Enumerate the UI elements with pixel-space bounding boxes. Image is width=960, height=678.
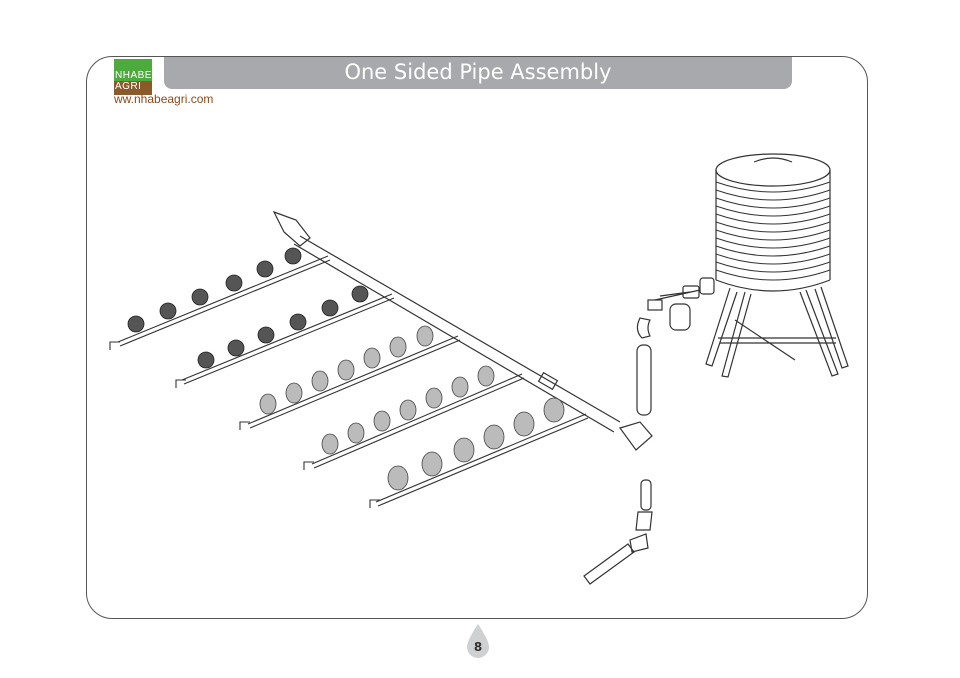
logo-line2: AGRI xyxy=(115,81,142,92)
plants xyxy=(127,247,369,369)
page-title: One Sided Pipe Assembly xyxy=(164,57,792,89)
leafy-plants xyxy=(259,325,565,491)
filter-assembly xyxy=(636,277,715,339)
website-link[interactable]: ww.nhabeagri.com xyxy=(114,92,214,106)
water-tank xyxy=(715,153,831,292)
main-pipe xyxy=(272,210,621,433)
lateral-pipes xyxy=(109,255,589,508)
page-number: 8 xyxy=(473,640,483,654)
tank-stand xyxy=(705,286,849,378)
page-number-drop xyxy=(467,624,489,658)
logo-line1: NHABE xyxy=(115,70,152,81)
brand-logo: NHABE AGRI xyxy=(114,59,152,95)
page-frame xyxy=(86,56,868,619)
riser-pipe xyxy=(583,344,653,585)
